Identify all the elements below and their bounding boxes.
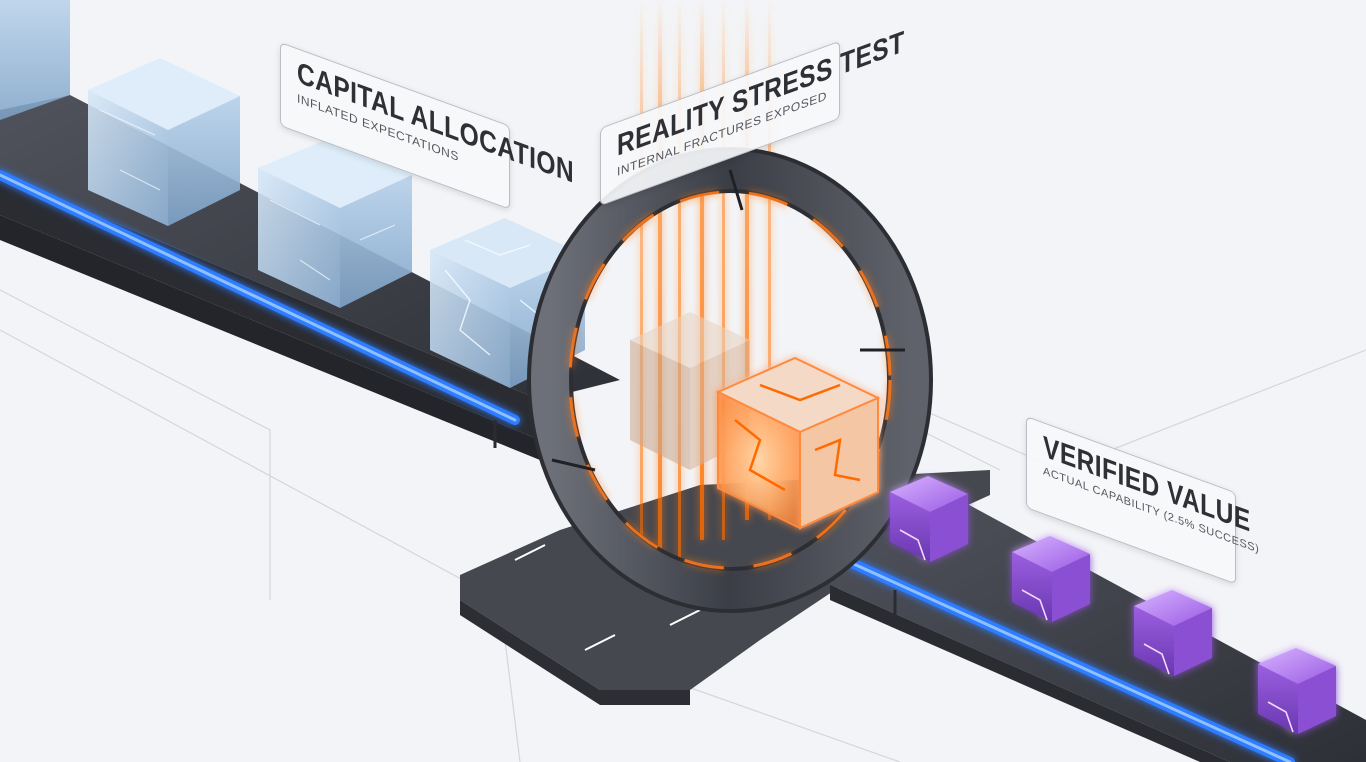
stress-scan-beams	[640, 0, 771, 560]
inflated-cube-2	[88, 58, 240, 226]
inflated-cube-3	[258, 138, 412, 308]
verified-cube-3	[1134, 590, 1212, 676]
inflated-cube-1	[0, 0, 70, 120]
verified-cube-1	[890, 476, 968, 562]
stress-test-ring	[527, 147, 933, 613]
verified-cube-4	[1258, 648, 1336, 734]
output-conveyor	[830, 500, 1366, 762]
verified-cube-2	[1012, 536, 1090, 622]
fractured-cube	[715, 356, 881, 530]
